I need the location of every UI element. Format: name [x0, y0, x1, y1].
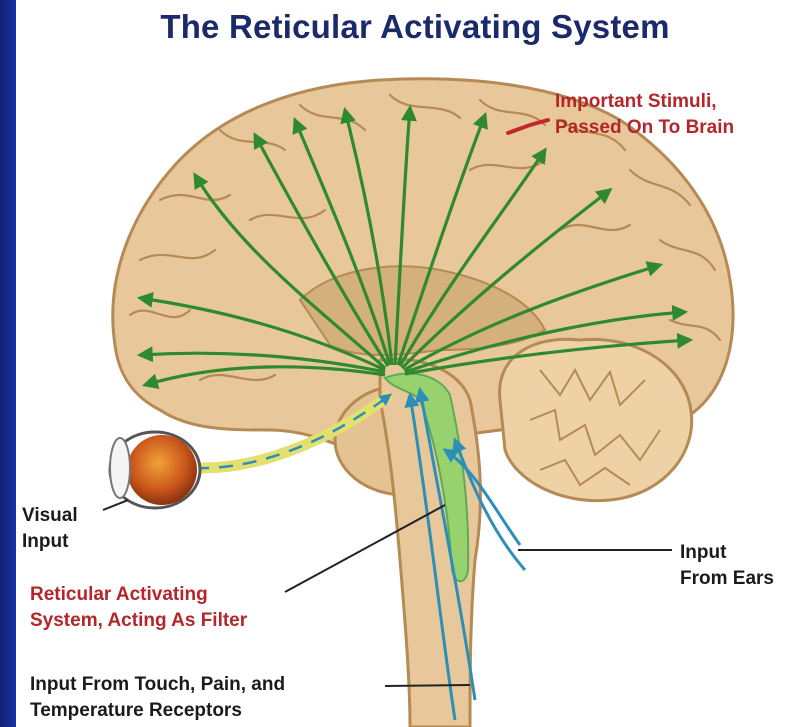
label-important-stimuli-line1: Important Stimuli,: [555, 89, 734, 115]
label-ears-input-line2: From Ears: [680, 566, 774, 592]
label-ears-input: Input From Ears: [680, 540, 774, 592]
label-touch-input: Input From Touch, Pain, and Temperature …: [30, 672, 285, 724]
label-ras-line1: Reticular Activating: [30, 582, 247, 608]
label-visual-input: Visual Input: [22, 503, 78, 555]
label-ras: Reticular Activating System, Acting As F…: [30, 582, 247, 634]
label-touch-input-line1: Input From Touch, Pain, and: [30, 672, 285, 698]
label-touch-input-line2: Temperature Receptors: [30, 698, 285, 724]
label-visual-input-line2: Input: [22, 529, 78, 555]
label-ears-input-line1: Input: [680, 540, 774, 566]
eye: [110, 432, 200, 508]
label-important-stimuli-line2: Passed On To Brain: [555, 115, 734, 141]
label-visual-input-line1: Visual: [22, 503, 78, 529]
label-important-stimuli: Important Stimuli, Passed On To Brain: [555, 89, 734, 141]
cerebellum: [500, 339, 692, 500]
label-ras-line2: System, Acting As Filter: [30, 608, 247, 634]
